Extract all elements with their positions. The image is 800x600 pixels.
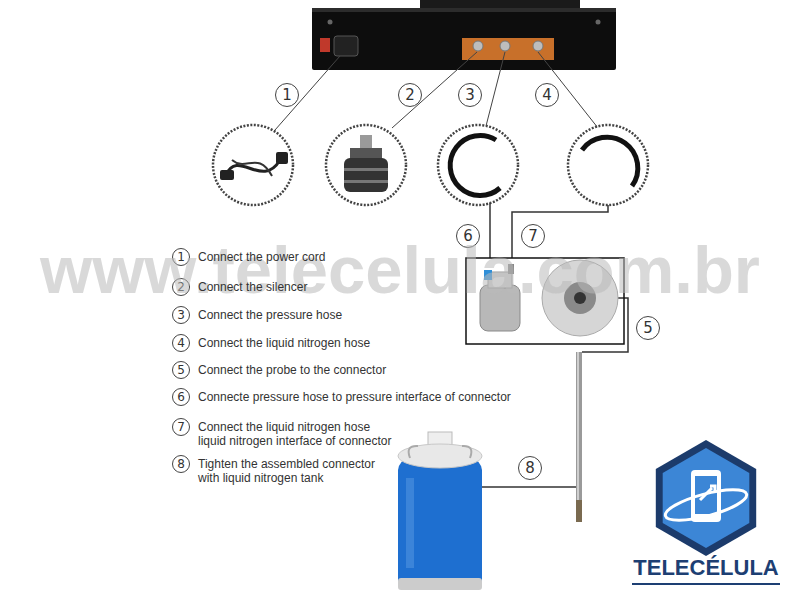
callout-number-text: 3 xyxy=(177,309,185,321)
probe xyxy=(576,352,582,522)
power-cord-picture xyxy=(220,170,234,180)
callout-number-text: 1 xyxy=(282,88,292,103)
instruction-text: Connect the liquid nitrogen hose xyxy=(198,336,370,350)
device-body xyxy=(320,38,330,52)
device-body xyxy=(312,0,616,70)
callout-number: 5 xyxy=(172,361,190,379)
power-cord-picture xyxy=(232,160,272,176)
instruction-text: Connecte pressure hose to pressure inter… xyxy=(198,390,511,404)
nitrogen-tank xyxy=(409,446,418,458)
probe xyxy=(576,352,582,502)
detail-circle xyxy=(568,125,648,205)
logo-badge xyxy=(663,448,750,548)
instruction-text: Connect the power cord xyxy=(198,250,325,264)
device-body xyxy=(334,36,358,56)
device-body xyxy=(473,41,483,51)
hose-picture xyxy=(582,137,638,186)
power-cord-picture xyxy=(220,152,288,180)
leader-line xyxy=(268,52,598,138)
callout-number: 2 xyxy=(398,83,422,107)
logo-badge xyxy=(656,440,756,556)
nitrogen-tank xyxy=(398,444,482,468)
watermark: www.telecelula.com.br xyxy=(40,236,760,303)
callout-number: 8 xyxy=(518,456,542,480)
device-body xyxy=(462,38,554,60)
device-body xyxy=(596,20,601,25)
callout-number-text: 4 xyxy=(542,88,552,103)
brand-name: TELECÉLULA xyxy=(633,557,778,579)
callout-number-text: 7 xyxy=(177,421,185,433)
instruction-text: Tighten the assembled connector with liq… xyxy=(198,457,397,485)
nitrogen-tank xyxy=(398,578,482,590)
callout-number: 1 xyxy=(275,83,299,107)
callout-number-text: 8 xyxy=(177,458,185,470)
device-body xyxy=(533,41,543,51)
detail-circle xyxy=(213,125,648,205)
detail-circle xyxy=(438,125,518,205)
nitrogen-tank xyxy=(398,432,482,590)
detail-circle xyxy=(213,125,293,205)
device-body xyxy=(312,8,616,70)
probe xyxy=(576,500,582,522)
callout-number: 6 xyxy=(172,388,190,406)
logo-badge xyxy=(663,484,750,527)
callout-number: 4 xyxy=(172,334,190,352)
hose-picture xyxy=(450,135,500,195)
silencer-picture xyxy=(344,135,388,192)
hose-picture xyxy=(450,135,638,195)
logo-badge xyxy=(632,440,780,584)
nitrogen-tank xyxy=(398,452,482,587)
nitrogen-tank xyxy=(462,446,471,458)
silencer-picture xyxy=(344,180,388,183)
callout-number-text: 3 xyxy=(465,88,475,103)
callout-number: 7 xyxy=(172,418,190,436)
callout-number-text: 5 xyxy=(177,364,185,376)
instruction-text: Connect the silencer xyxy=(198,280,307,294)
silencer-picture xyxy=(344,168,388,171)
hose-line xyxy=(480,486,576,488)
instruction-text: Connect the pressure hose xyxy=(198,308,342,322)
nitrogen-tank xyxy=(406,478,414,568)
silencer-picture xyxy=(344,158,388,192)
callout-number-text: 6 xyxy=(177,391,185,403)
device-body xyxy=(500,41,510,51)
leader-line xyxy=(486,52,505,126)
callout-number: 3 xyxy=(172,306,190,324)
callout-number: 5 xyxy=(636,316,660,340)
instruction-text: Connect the liquid nitrogen hose liquid … xyxy=(198,420,397,448)
callout-number: 4 xyxy=(535,83,559,107)
probe xyxy=(577,352,579,502)
callout-number-text: 5 xyxy=(643,321,653,336)
power-cord-picture xyxy=(226,160,280,175)
callout-number-text: 4 xyxy=(177,337,185,349)
logo-badge xyxy=(632,583,780,585)
leader-line xyxy=(538,52,598,128)
device-body xyxy=(328,20,333,25)
callout-number-text: 8 xyxy=(525,461,535,476)
callout-number: 8 xyxy=(172,455,190,473)
device-body xyxy=(312,8,616,12)
leader-line xyxy=(268,56,340,138)
silencer-picture xyxy=(360,135,372,150)
detail-circle xyxy=(326,125,406,205)
instruction-text: Connect the probe to the connector xyxy=(198,363,386,377)
power-cord-picture xyxy=(276,152,288,164)
callout-number: 3 xyxy=(458,83,482,107)
callout-number-text: 2 xyxy=(405,88,415,103)
